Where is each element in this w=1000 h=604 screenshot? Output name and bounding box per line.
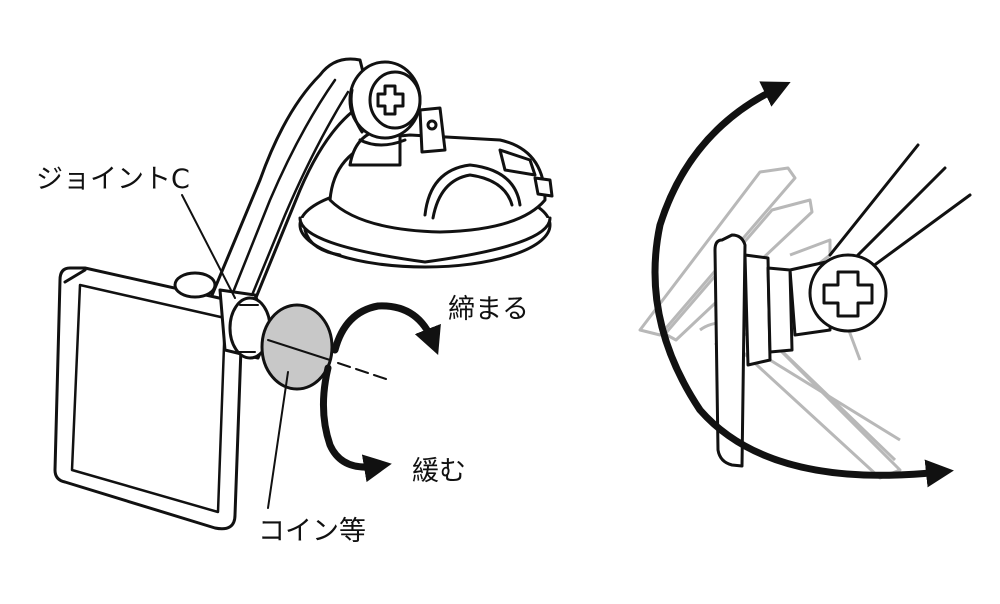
angle-adjust-illustration <box>638 81 972 488</box>
rotation-axis <box>267 339 387 380</box>
angle-adjust-arrow <box>651 81 954 488</box>
right-joint-knob <box>788 253 888 337</box>
right-arm <box>828 143 972 274</box>
coin-leader-line <box>267 371 289 509</box>
coin-label: コイン等 <box>258 516 366 547</box>
tighten-label: 締まる <box>448 294 529 325</box>
suction-cup-base <box>298 106 554 269</box>
upper-joint-knob <box>348 60 422 147</box>
joint-c-knob <box>173 271 272 360</box>
loosen-label: 緩む <box>412 456 466 487</box>
phone-holder-plate <box>53 266 244 531</box>
loosen-arrow <box>319 364 392 483</box>
coin <box>260 303 334 391</box>
mount-arm <box>208 57 372 302</box>
phone-mount-illustration <box>53 57 554 531</box>
joint-c-label: ジョイントC <box>36 164 190 195</box>
joint-leader-line <box>181 194 236 299</box>
rotation-arrows <box>319 302 441 483</box>
tighten-arrow <box>331 302 441 356</box>
